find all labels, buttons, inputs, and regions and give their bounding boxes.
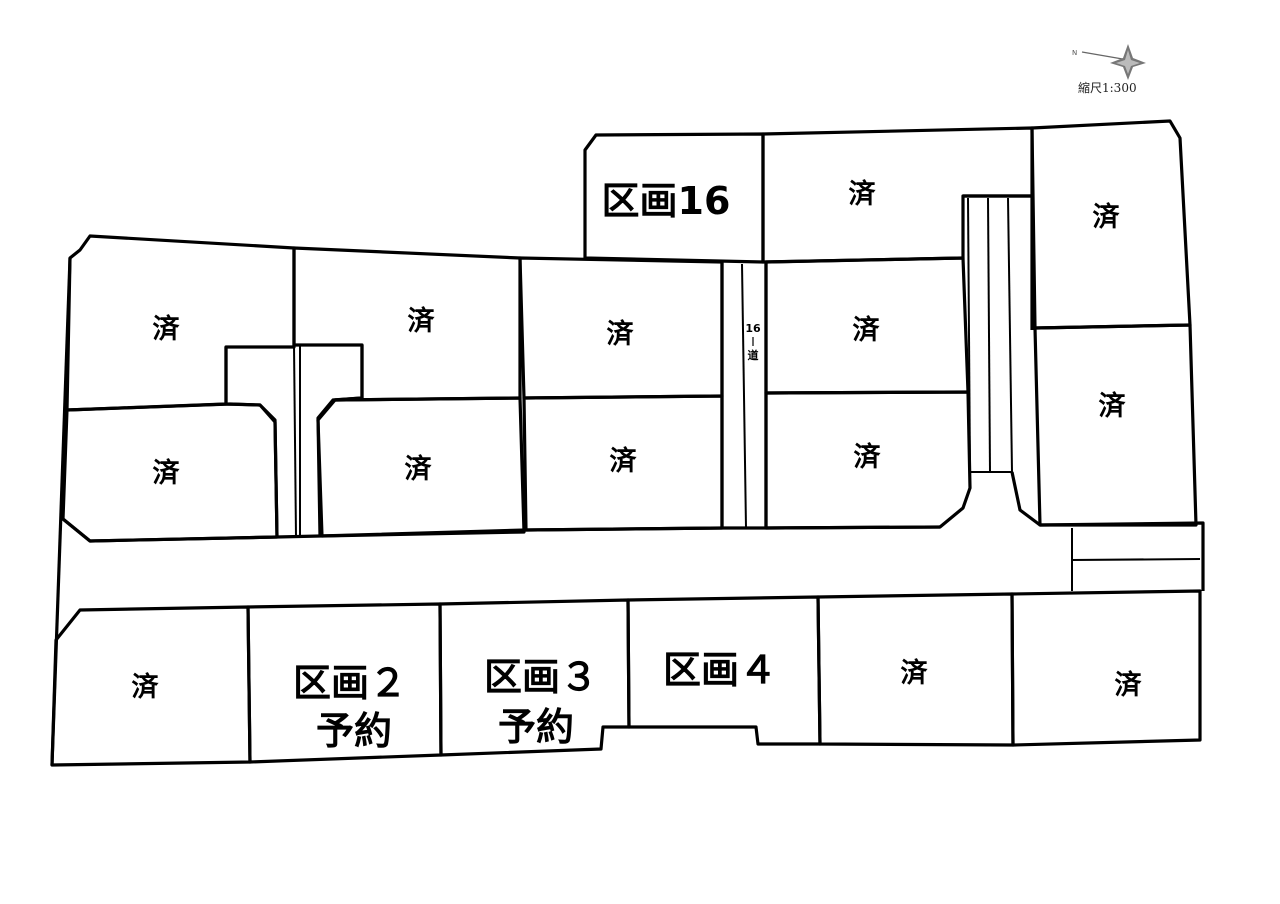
- compass-north-letter: N: [1072, 49, 1077, 57]
- lot-right-1-status: 済: [1093, 201, 1121, 233]
- lot-row1-c-status: 済: [607, 318, 635, 350]
- lot-row2-a-status: 済: [153, 457, 181, 489]
- lot-bottom-6[interactable]: [1010, 589, 1202, 747]
- lot-3-name: 区画３: [484, 655, 598, 699]
- road-label-number: 16: [745, 322, 761, 335]
- lot-16[interactable]: [583, 132, 765, 264]
- road-east-end: [1039, 521, 1205, 591]
- lot-bottom-1-status: 済: [132, 671, 160, 703]
- lot-row1-b-status: 済: [408, 305, 436, 337]
- compass-rose-icon: N: [1072, 44, 1146, 80]
- side-road-right: [963, 194, 1034, 330]
- lot-right-1[interactable]: [1030, 119, 1192, 330]
- lot-4-name: 区画４: [663, 648, 777, 692]
- lot-row1-a-status: 済: [153, 313, 181, 345]
- driveway-left-2: [316, 345, 364, 537]
- lot-row2-b-status: 済: [405, 453, 433, 485]
- lot-bottom-1[interactable]: [50, 605, 252, 767]
- lot-2-name: 区画２: [293, 661, 407, 705]
- lot-row1-a[interactable]: [65, 234, 296, 412]
- main-road-north-edge: [61, 517, 941, 543]
- lot-2-reserved: 予約: [316, 709, 392, 753]
- road-label-char: 道: [748, 348, 759, 362]
- lot-row2-d-status: 済: [854, 441, 882, 473]
- lot-row1-d-status: 済: [853, 314, 881, 346]
- lot-bottom-5-status: 済: [901, 657, 929, 689]
- driveway-left: [224, 347, 279, 538]
- lot-row2-c-status: 済: [610, 445, 638, 477]
- lot-right-2[interactable]: [1033, 323, 1198, 527]
- lot-bottom-6-status: 済: [1115, 669, 1143, 701]
- lot-3-reserved: 予約: [498, 705, 574, 749]
- lot-right-2-status: 済: [1099, 390, 1127, 422]
- lower-block: [50, 589, 1202, 767]
- lot-top-sold-status: 済: [849, 178, 877, 210]
- scale-label: 縮尺1:300: [1078, 80, 1137, 95]
- lot-16-name: 区画16: [602, 179, 731, 223]
